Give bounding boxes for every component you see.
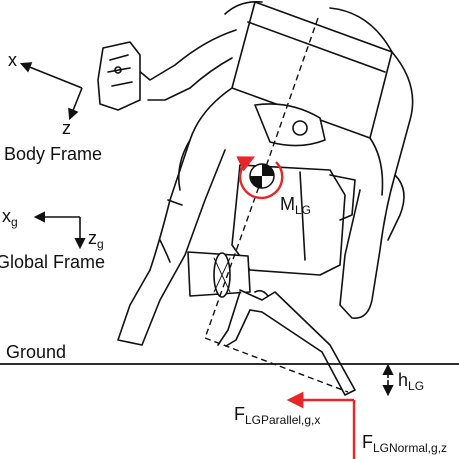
- body-frame-axes: [19, 62, 83, 121]
- height-sub: LG: [408, 379, 424, 393]
- parallel-force-sub: LGParallel,g,x: [245, 413, 320, 427]
- normal-force-main: F: [362, 432, 373, 452]
- moment-arrow-icon: [236, 156, 284, 200]
- normal-force-sub: LGNormal,g,z: [373, 441, 447, 455]
- robot-figure: [97, 0, 414, 396]
- global-x-main: x: [2, 206, 11, 226]
- foot-link-dashed: [204, 337, 349, 393]
- center-of-mass-icon: [249, 163, 275, 189]
- global-frame-title: Global Frame: [0, 252, 105, 272]
- body-frame-x-label: x: [8, 50, 17, 70]
- height-label: hLG: [398, 370, 424, 393]
- global-frame-x-label: xg: [2, 206, 18, 229]
- normal-force-label: FLGNormal,g,z: [362, 432, 447, 455]
- parallel-force-label: FLGParallel,g,x: [234, 404, 320, 427]
- global-x-sub: g: [11, 215, 18, 229]
- moment-main: M: [280, 194, 295, 214]
- ground-label: Ground: [6, 342, 66, 362]
- strut-axis-dashed: [204, 177, 263, 339]
- global-frame-z-label: zg: [88, 228, 104, 251]
- moment-sub: LG: [295, 203, 311, 217]
- parallel-force-main: F: [234, 404, 245, 424]
- body-frame-z-label: z: [62, 118, 71, 138]
- global-frame-axes: [33, 211, 86, 250]
- height-main: h: [398, 370, 408, 390]
- global-z-sub: g: [97, 237, 104, 251]
- body-frame-title: Body Frame: [4, 144, 102, 164]
- moment-label: MLG: [280, 194, 311, 217]
- body-axis-dashed: [261, 17, 319, 179]
- global-z-main: z: [88, 228, 97, 248]
